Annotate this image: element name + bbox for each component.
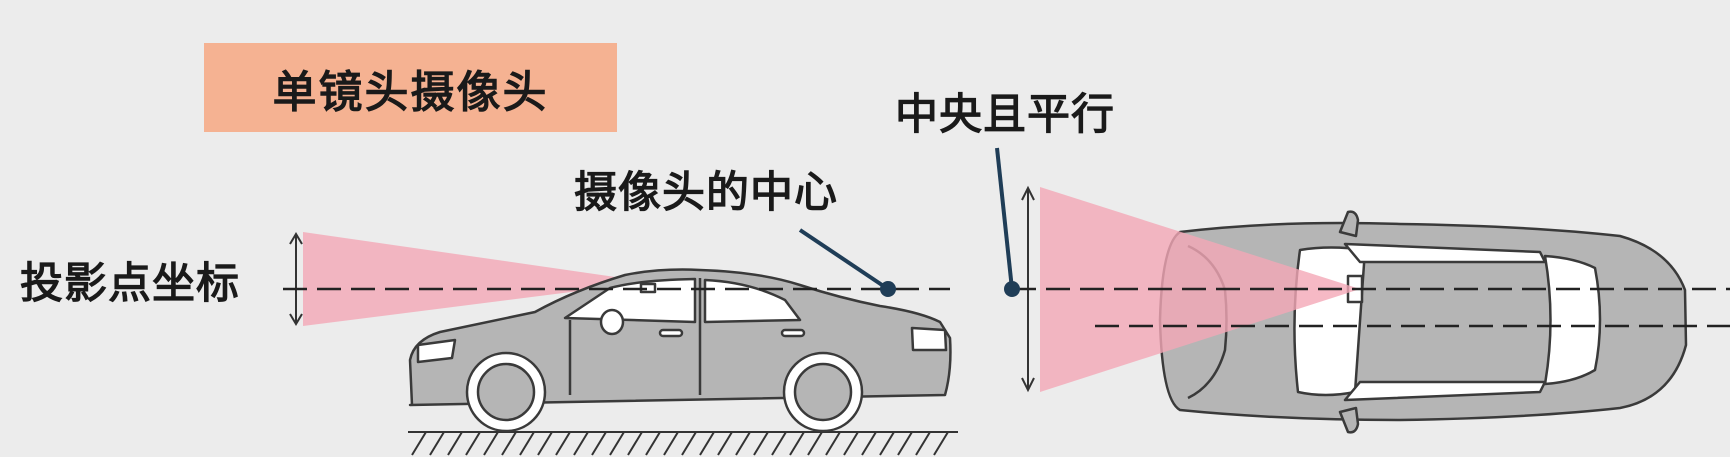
parallel-point: [1004, 281, 1020, 297]
camera-center-label: 摄像头的中心: [574, 168, 838, 218]
camera-center-leader: [798, 228, 890, 291]
beam-height-indicator-side: [289, 232, 303, 326]
camera-beam-side: [303, 232, 650, 326]
title-box: 单镜头摄像头: [204, 43, 617, 132]
camera-center-point: [880, 281, 896, 297]
ground-hatching: [408, 431, 958, 456]
parallel-leader: [995, 147, 1014, 290]
center-parallel-label: 中央且平行: [895, 90, 1115, 140]
projection-coordinate-label: 投影点坐标: [20, 259, 240, 309]
